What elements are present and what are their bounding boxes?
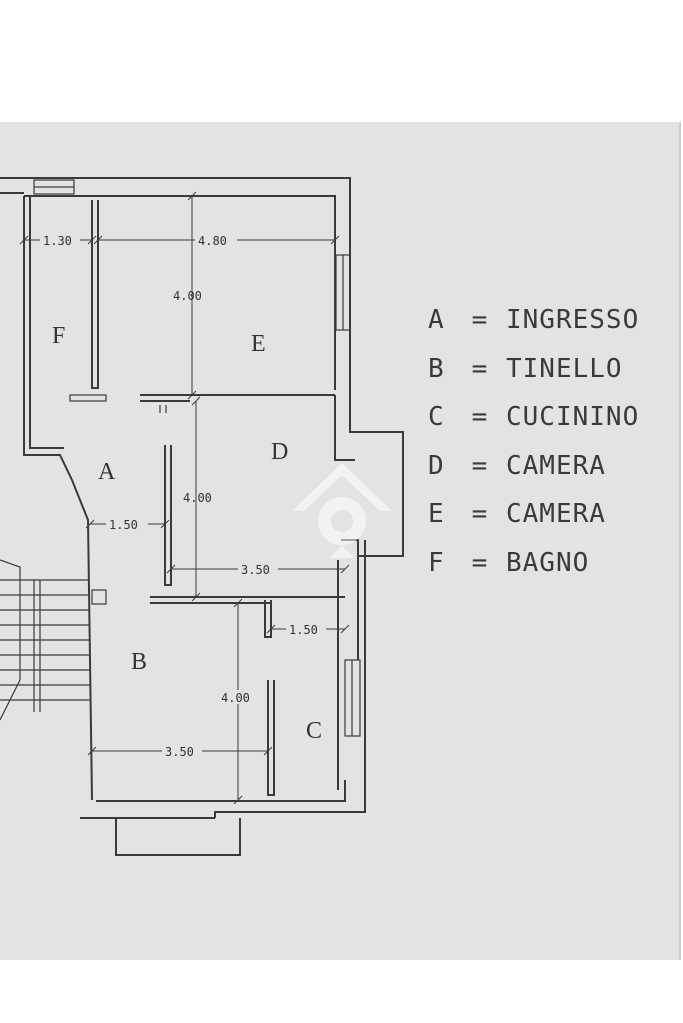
dim-b-depth: 4.00 xyxy=(221,691,250,705)
house-logo-icon xyxy=(292,463,392,558)
dim-e-depth: 4.00 xyxy=(173,289,202,303)
dim-e-width: 4.80 xyxy=(198,234,227,248)
room-label-c: C xyxy=(306,718,322,744)
dim-f-width: 1.30 xyxy=(43,234,72,248)
dim-a-width: 1.50 xyxy=(109,518,138,532)
dim-d-width: 3.50 xyxy=(241,563,270,577)
legend-row-a: A=INGRESSO xyxy=(428,305,640,335)
legend-row-f: F=BAGNO xyxy=(428,547,590,578)
room-legend: A=INGRESSO B=TINELLO C=CUCININO D=CAMERA… xyxy=(428,300,639,592)
room-label-f: F xyxy=(52,323,65,349)
dim-c-width: 1.50 xyxy=(289,623,318,637)
legend-row-e: E=CAMERA xyxy=(428,499,606,530)
room-labels: F E D A B C xyxy=(52,323,322,744)
room-label-d: D xyxy=(271,439,288,465)
interior-walls xyxy=(69,200,355,796)
room-label-a: A xyxy=(98,459,116,485)
windows xyxy=(33,179,361,737)
legend-row-c: C=CUCININO xyxy=(428,402,640,433)
dim-d-depth: 4.00 xyxy=(183,491,212,505)
legend-row-b: B=TINELLO xyxy=(428,353,623,384)
stairs xyxy=(0,559,90,721)
room-label-e: E xyxy=(251,331,266,357)
dim-b-width: 3.50 xyxy=(165,745,194,759)
room-label-b: B xyxy=(131,649,147,675)
legend-row-d: D=CAMERA xyxy=(428,450,606,481)
dimension-labels: 1.30 4.80 4.00 4.00 1.50 3.50 1.50 4.00 … xyxy=(40,233,326,759)
